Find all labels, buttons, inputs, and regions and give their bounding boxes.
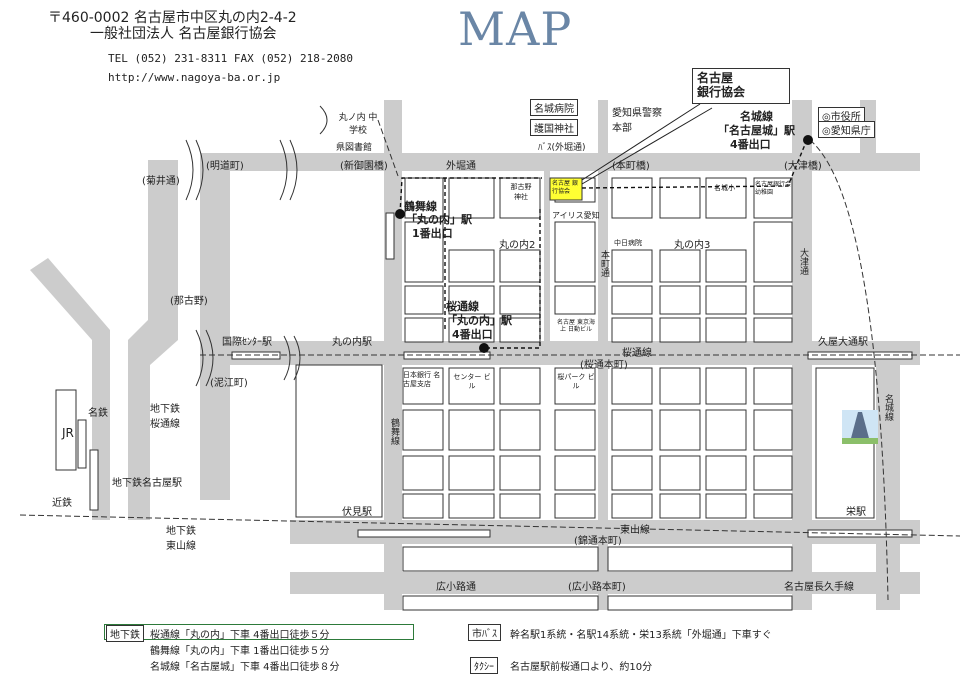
bank-callout-line2: 銀行協会 <box>697 85 746 99</box>
nishiki-honmachi: (錦通本町) <box>574 536 622 547</box>
taxi-route: 名古屋駅前桜通口より、約10分 <box>510 662 653 673</box>
shingoen-bashi: (新御園橋) <box>340 161 388 172</box>
sakura-line-label: 桜通線 <box>446 300 479 313</box>
sakura-station-name: 「丸の内」駅 <box>446 314 512 327</box>
sakae-station: 栄駅 <box>846 507 866 518</box>
hirokoji-honmachi: (広小路本町) <box>568 582 626 593</box>
gokoku-shrine: 護国神社 <box>530 119 578 136</box>
marunouchi-3: 丸の内3 <box>674 240 711 251</box>
deie-cho: (泥江町) <box>210 378 248 389</box>
meijo-exit: 4番出口 <box>730 138 771 151</box>
subway-sakura-label: 地下鉄 桜通線 <box>150 404 180 430</box>
sakura-exit: 4番出口 <box>452 328 493 341</box>
tv-tower-icon <box>842 410 878 444</box>
website-url[interactable]: http://www.nagoya-ba.or.jp <box>108 71 281 84</box>
bank-callout: 名古屋 銀行協会 <box>692 68 790 104</box>
org-name: 一般社団法人 名古屋銀行協会 <box>90 26 277 42</box>
subway-nagoya-station: 地下鉄名古屋駅 <box>112 478 182 489</box>
otsu-bashi: (大津橋) <box>784 161 822 172</box>
station-dots <box>395 135 813 353</box>
sakura-honmachi: (桜通本町) <box>580 360 628 371</box>
meijo-hospital: 名城病院 <box>530 99 578 116</box>
honmachi-dori-vertical: 本町通 <box>599 250 609 277</box>
chubu-hospital: 中日病院 <box>614 239 642 247</box>
honmachi-bashi: (本町橋) <box>612 161 650 172</box>
tsurumai-station-name: 「丸の内」駅 <box>406 213 472 226</box>
meijo-vertical: 名城線 <box>883 394 893 421</box>
meijo-elementary: 名城小 <box>714 184 735 192</box>
bus-stop-gaibori: ﾊﾞｽ(外堀通) <box>538 143 586 153</box>
map-title: MAP <box>458 2 573 56</box>
walking-route <box>399 141 807 349</box>
sakuradori-line: 桜通線 <box>622 348 652 359</box>
nagakute-line: 名古屋長久手線 <box>784 582 854 593</box>
pref-library: 県図書館 <box>336 143 373 153</box>
bank-small-label: 名古屋 銀行協会 <box>552 180 578 195</box>
subway-higashiyama-label: 地下鉄 東山線 <box>166 526 196 552</box>
tsurumai-line-label: 鶴舞線 <box>404 200 437 213</box>
tel-fax: TEL (052) 231-8311 FAX (052) 218-2080 <box>108 52 354 65</box>
iris-aichi: アイリス愛知 <box>552 211 600 220</box>
kaijo-bldg: 名古屋 東京海上 日動ビル <box>557 319 595 333</box>
nagono: (那古野) <box>170 296 208 307</box>
tsurumai-exit: 1番出口 <box>412 227 453 240</box>
nichigin: 日本銀行 名古屋支店 <box>403 371 441 388</box>
kintetsu-label: 近鉄 <box>52 498 72 509</box>
sakura-park-bldg: 桜パーク ビル <box>557 373 595 390</box>
jr-label: JR <box>62 426 74 440</box>
address-line: 〒460-0002 名古屋市中区丸の内2-4-2 <box>48 10 297 26</box>
subway-lines <box>19 119 961 601</box>
fushimi-station: 伏見駅 <box>342 507 372 518</box>
meijo-line-label: 名城線 <box>740 110 773 123</box>
gaibori-dori: 外堀通 <box>446 161 476 172</box>
kokusai-center-station: 国際ｾﾝﾀｰ駅 <box>222 337 272 348</box>
subway-legend-box <box>104 624 414 640</box>
hirokoji-dori: 広小路通 <box>436 582 476 593</box>
tsurumai-vertical: 鶴舞線 <box>389 418 399 445</box>
taxi-tag: ﾀｸｼｰ <box>470 657 498 674</box>
subway-route-3: 名城線「名古屋城」下車 4番出口徒歩８分 <box>150 662 340 673</box>
center-bldg: センター ビル <box>453 373 491 390</box>
subway-route-1: 桜通線「丸の内」下車 4番出口徒歩５分 <box>150 630 330 641</box>
bank-callout-line1: 名古屋 <box>697 71 734 85</box>
marunouchi-station: 丸の内駅 <box>332 337 372 348</box>
callout-lines <box>581 103 713 185</box>
subway-tag: 地下鉄 <box>106 625 144 642</box>
nagoya-shrine: 那古野 神社 <box>510 183 532 201</box>
otsu-dori-vertical: 大津通 <box>798 248 808 275</box>
higashiyama-line: 東山線 <box>620 525 650 536</box>
subway-route-2: 鶴舞線「丸の内」下車 1番出口徒歩５分 <box>150 646 330 657</box>
bus-tag: 市ﾊﾞｽ <box>468 624 501 641</box>
hisaya-odori-station: 久屋大通駅 <box>818 337 868 348</box>
marunouchi-jhs: 丸ノ内 中学校 <box>338 113 378 136</box>
road-breaks <box>185 105 328 387</box>
city-blocks <box>55 177 913 611</box>
police-hq: 愛知県警察 本部 <box>612 108 662 134</box>
yuzai-kindergarten: 名古屋銀行会 幼稚園 <box>755 181 792 196</box>
kikui-dori: (菊井通) <box>142 176 180 187</box>
bus-route: 幹名駅1系統・名駅14系統・栄13系統「外堀通」下車すぐ <box>510 630 772 641</box>
meido-cho: (明道町) <box>206 161 244 172</box>
meijo-station-name: 「名古屋城」駅 <box>718 124 795 137</box>
marunouchi-2: 丸の内2 <box>499 240 536 251</box>
meitetsu-label: 名鉄 <box>88 408 108 419</box>
pref-office: ◎愛知県庁 <box>818 121 875 138</box>
